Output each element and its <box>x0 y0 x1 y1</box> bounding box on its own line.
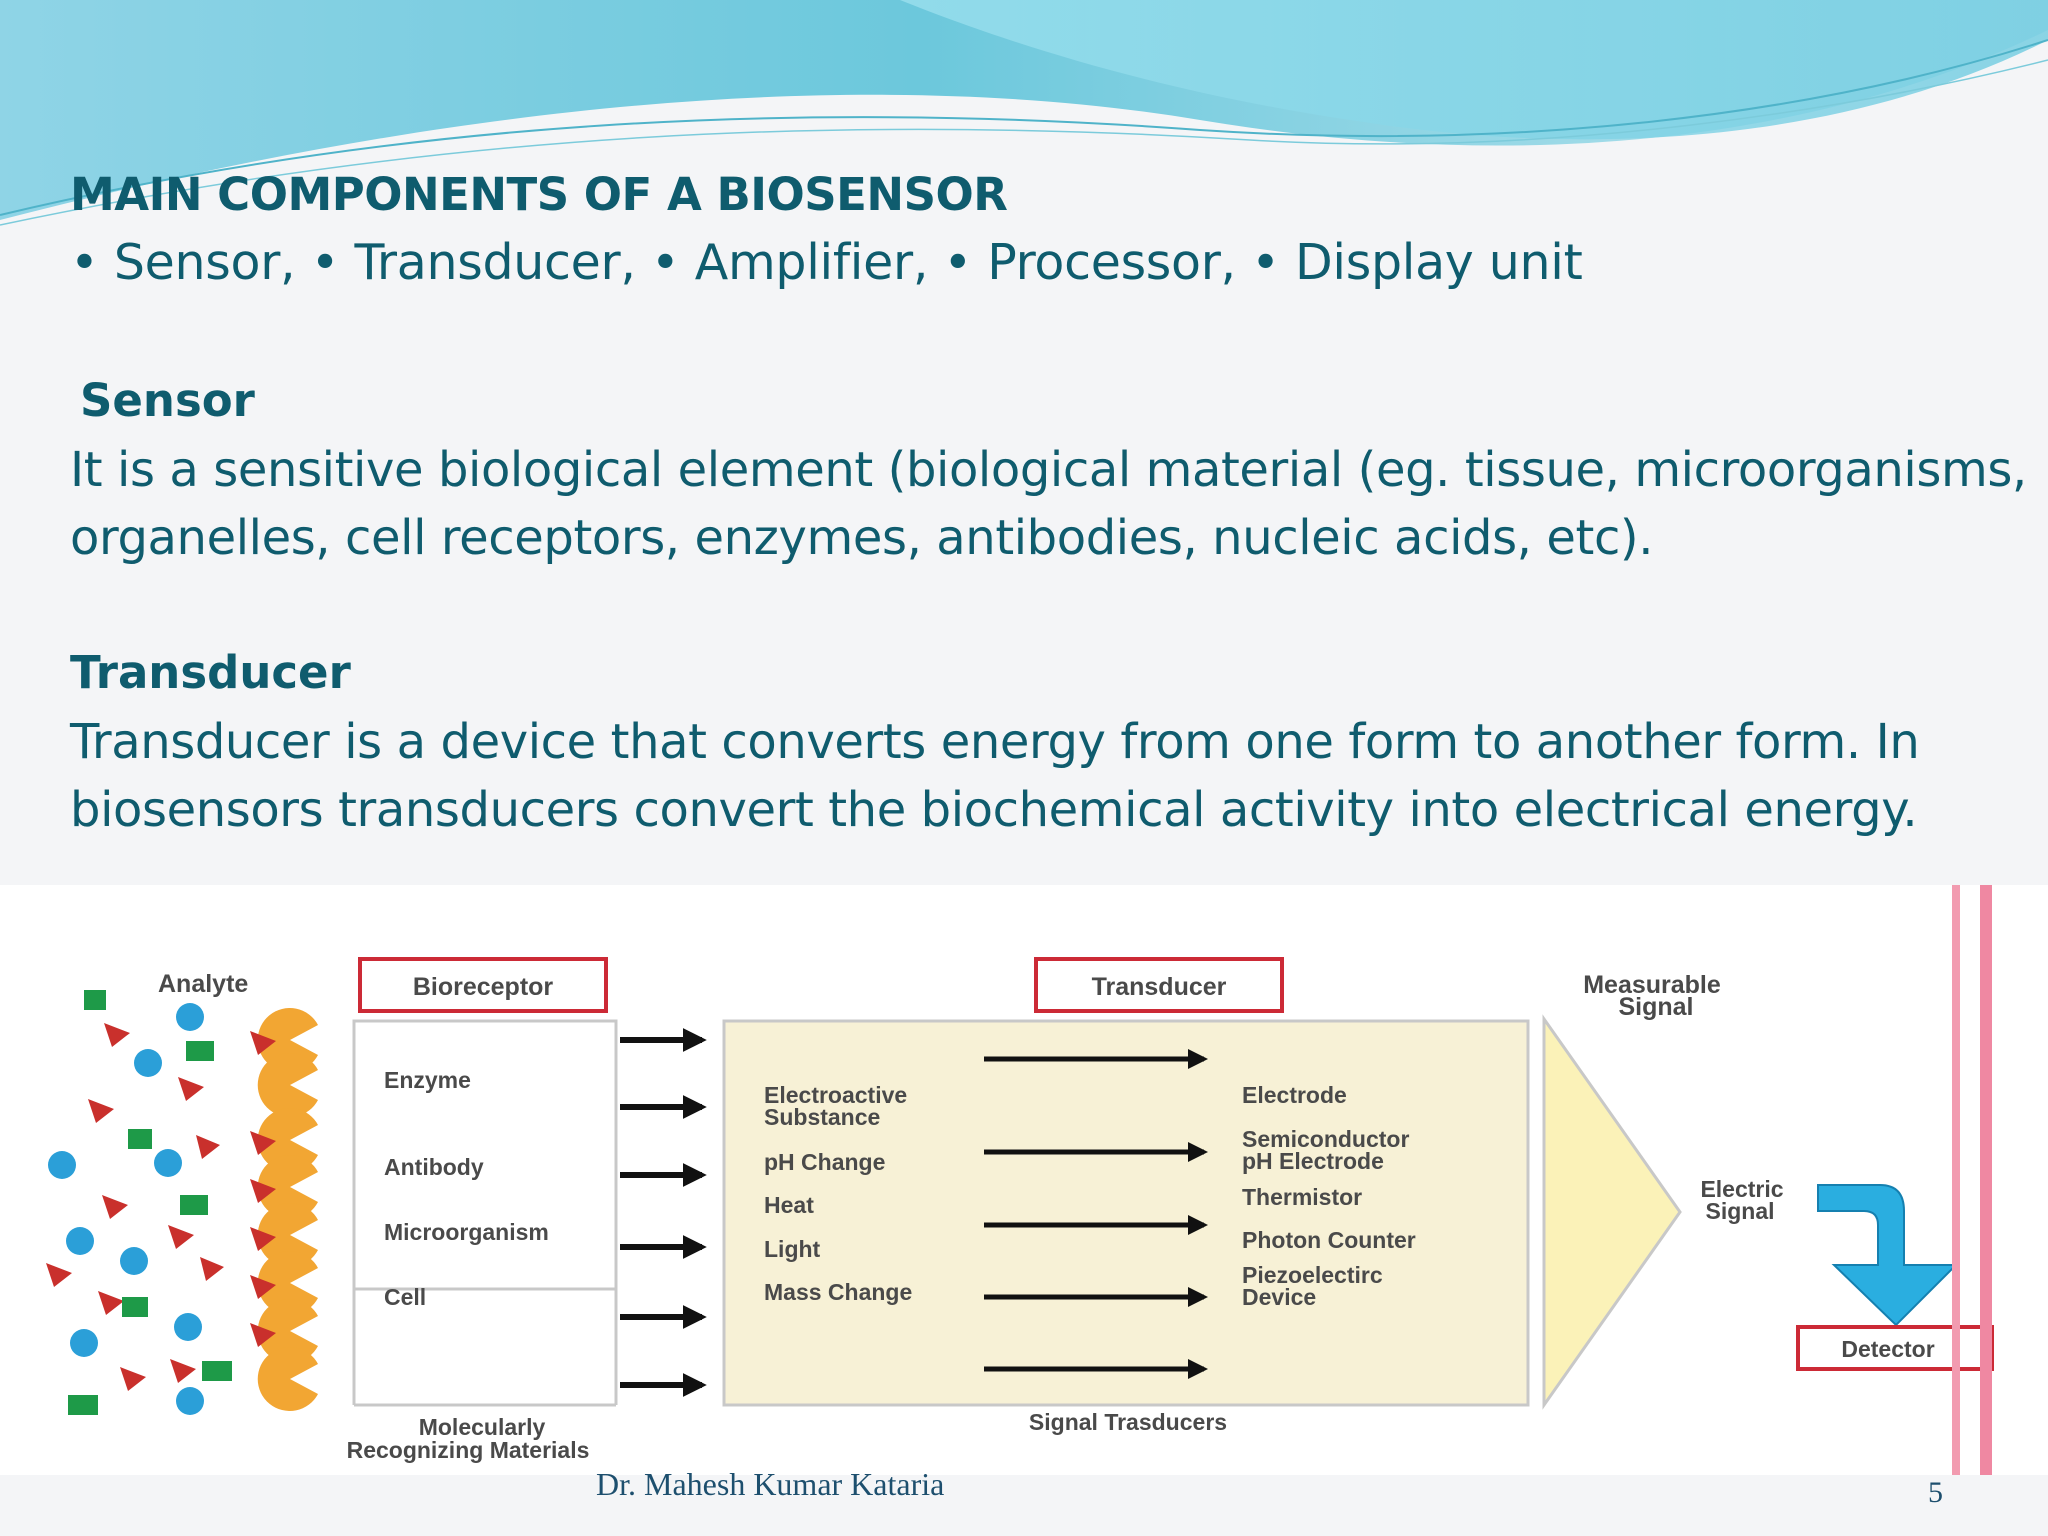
bioreceptor-item-antibody: Antibody <box>384 1154 484 1180</box>
change-electroactive-line-1: Electroactive <box>764 1082 907 1108</box>
device-thermistor: Thermistor <box>1242 1184 1362 1210</box>
transducer-label: Transducer <box>1092 973 1227 1001</box>
device-piezoelectric-line-2: Device <box>1242 1284 1316 1310</box>
transducer-description-line-1: Transducer is a device that converts ene… <box>70 714 1920 770</box>
slide-title: MAIN COMPONENTS OF A BIOSENSOR <box>70 168 1008 221</box>
device-semiconductor-line-2: pH Electrode <box>1242 1148 1384 1174</box>
page-number: 5 <box>1928 1476 1943 1509</box>
receptor-binding-sites <box>250 1008 318 1411</box>
right-edge-lines <box>1952 885 1992 1475</box>
components-list: • Sensor, • Transducer, • Amplifier, • P… <box>70 234 1583 291</box>
sensor-description-line-1: It is a sensitive biological element (bi… <box>70 442 2027 498</box>
bioreceptor-label-box <box>358 957 608 1013</box>
measurable-signal-label-line-1: Measurable <box>1583 971 1721 999</box>
transducer-description-line-2: biosensors transducers convert the bioch… <box>70 782 1918 838</box>
signal-arrow-icon <box>1817 1184 1959 1327</box>
analyte-particles <box>46 990 232 1415</box>
transduction-arrows <box>984 1049 1208 1379</box>
detector-label: Detector <box>1841 1336 1934 1362</box>
bioreceptor-label: Bioreceptor <box>413 973 554 1001</box>
molecular-recognition-label-line-2: Recognizing Materials <box>347 1437 590 1463</box>
electric-signal-label-line-2: Signal <box>1705 1198 1774 1224</box>
transducer-heading: Transducer <box>70 646 351 699</box>
change-heat: Heat <box>764 1192 814 1218</box>
transducer-panel <box>722 1019 1530 1407</box>
bioreceptor-item-microorganism: Microorganism <box>384 1219 549 1245</box>
analyte-label: Analyte <box>158 970 248 998</box>
molecular-recognition-label-line-1: Molecularly <box>419 1414 546 1440</box>
bioreceptor-item-cell: Cell <box>384 1284 426 1310</box>
electric-signal-label-line-1: Electric <box>1700 1176 1783 1202</box>
change-ph: pH Change <box>764 1149 885 1175</box>
device-photon-counter: Photon Counter <box>1242 1227 1416 1253</box>
change-electroactive-line-2: Substance <box>764 1104 880 1130</box>
bioreceptor-item-enzyme: Enzyme <box>384 1067 471 1093</box>
device-electrode: Electrode <box>1242 1082 1347 1108</box>
change-mass: Mass Change <box>764 1279 912 1305</box>
measurable-signal-amplifier <box>1542 1014 1682 1410</box>
header-wave-decoration <box>0 0 2048 226</box>
signal-transducers-label: Signal Trasducers <box>1029 1409 1227 1435</box>
footer-author: Dr. Mahesh Kumar Kataria <box>596 1466 945 1502</box>
bioreceptor-panel <box>352 1019 618 1291</box>
sensor-description-line-2: organelles, cell receptors, enzymes, ant… <box>70 510 1654 566</box>
sensor-heading: Sensor <box>80 374 255 427</box>
transducer-label-box <box>1034 957 1284 1013</box>
measurable-signal-label-line-2: Signal <box>1618 993 1693 1021</box>
biosensor-diagram: Analyte <box>0 885 2048 1475</box>
interaction-arrows <box>620 1028 707 1397</box>
change-light: Light <box>764 1236 821 1262</box>
device-semiconductor-line-1: Semiconductor <box>1242 1126 1409 1152</box>
device-piezoelectric-line-1: Piezoelectirc <box>1242 1262 1383 1288</box>
